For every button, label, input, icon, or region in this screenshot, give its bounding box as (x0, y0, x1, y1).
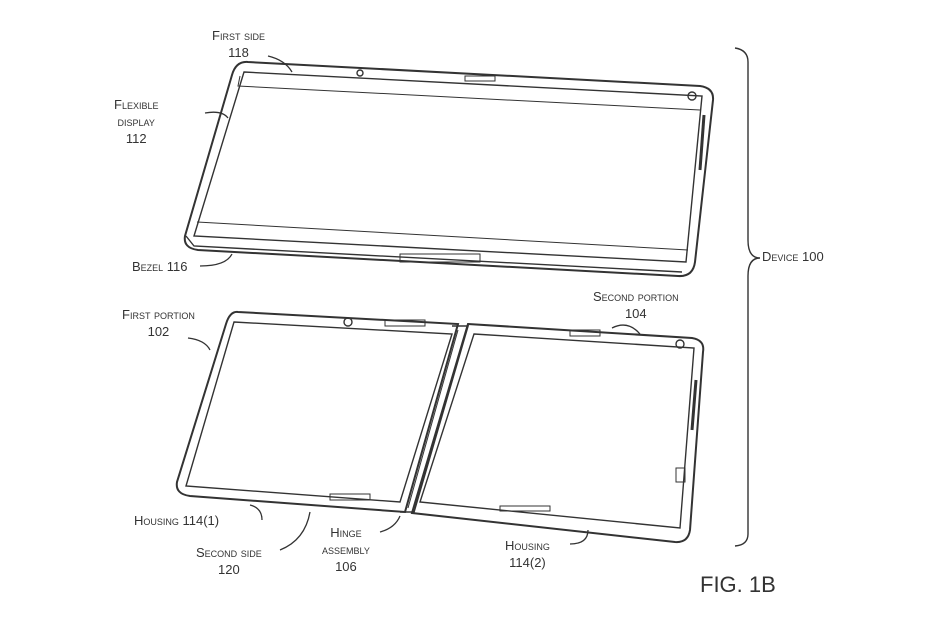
figure-label: FIG. 1B (700, 572, 776, 597)
device-bracket (734, 47, 761, 547)
label-number: 104 (624, 306, 647, 321)
label-number: 114(2) (509, 555, 546, 570)
label-first-portion: First portion 102 (122, 306, 195, 340)
label-text: Second portion (593, 289, 679, 304)
label-number: 120 (218, 562, 240, 577)
label-housing-1: Housing 114(1) (134, 513, 220, 528)
label-number: 118 (228, 45, 249, 60)
label-text: First side (212, 28, 266, 43)
label-text: display (117, 114, 155, 129)
label-flexible-display: Flexible display 112 (114, 96, 158, 147)
label-number: 102 (147, 324, 170, 339)
label-text: Second side (196, 545, 262, 560)
label-second-portion: Second portion 104 (593, 288, 679, 322)
label-text: assembly (322, 542, 370, 557)
label-bezel: Bezel 116 (132, 259, 188, 274)
label-text: First portion (122, 307, 195, 322)
label-text: Housing (505, 538, 550, 553)
label-text: Hinge (330, 525, 362, 540)
label-device: Device 100 (762, 249, 824, 264)
label-hinge-assembly: Hinge assembly 106 (322, 524, 370, 575)
label-housing-2: Housing 114(2) (505, 537, 550, 571)
label-second-side: Second side 120 (196, 544, 262, 578)
label-first-side: First side 118 (212, 27, 265, 61)
label-number: 112 (125, 131, 147, 146)
label-text: Flexible (114, 97, 159, 112)
folding-device (175, 310, 705, 544)
leader-lines (187, 55, 641, 551)
unfolded-device (183, 60, 715, 278)
label-number: 106 (335, 559, 357, 574)
